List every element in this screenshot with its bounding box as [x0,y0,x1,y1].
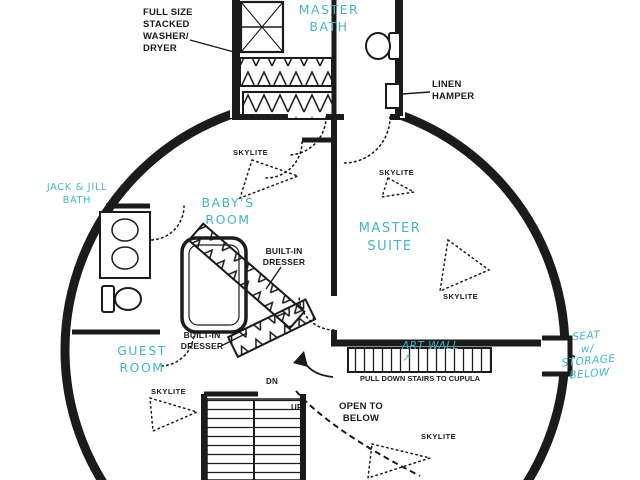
skylight-triangle-bottom [367,443,433,480]
outer-wall [60,95,570,480]
skylight-triangle-babys-room [238,159,301,200]
art-wall-text: ART WALL [402,339,459,352]
toilet-icon-master-bath [365,32,401,60]
staircase [206,398,303,480]
label-skylite-babys-room: SKYLITE [233,148,269,157]
interior-walls [72,117,337,480]
label-stairs-down: DN [266,377,278,386]
skylight-triangles [149,159,491,480]
vanity-sinks-icon [99,211,151,279]
label-master-suite: MASTER SUITE [358,221,422,254]
label-art-wall: ART WALL ↗ [402,327,459,365]
label-guest-room: GUEST ROOM [117,343,167,375]
seat-alcove [542,335,573,377]
label-built-in-dresser-1: BUILT-IN DRESSER [262,246,306,267]
leader-lines [189,39,576,358]
label-master-bath: MASTER BATH [298,2,360,34]
linen-hamper-niche [385,83,401,109]
label-skylite-bottom: SKYLITE [421,432,457,441]
label-pull-down-stairs: PULL DOWN STAIRS TO CUPULA [360,374,480,383]
pull-down-stairs-hatch [347,347,492,373]
label-skylite-master-top: SKYLITE [379,168,415,177]
built-in-dresser-2 [226,298,317,359]
label-jack-and-jill-bath: JACK & JILL BATH [46,182,108,206]
label-seat-with-storage: SEAT w/ STORAGE BELOW [561,328,616,382]
label-open-to-below: OPEN TO BELOW [339,401,383,424]
washer-dryer-fixture [239,0,285,54]
label-linen-hamper: LINEN HAMPER [432,79,475,102]
label-built-in-dresser-2: BUILT-IN DRESSER [180,330,224,351]
label-babys-room: BABY'S ROOM [201,195,255,227]
open-to-below-boundary [295,390,421,477]
toilet-icon-jack-jill [101,285,142,313]
label-stairs-up: UP [291,403,303,412]
label-skylite-master-bottom: SKYLITE [443,292,479,301]
skylight-triangle-master-top [380,176,417,198]
direction-arrow [293,351,334,378]
skylight-triangle-master-bottom [439,238,491,293]
label-washer-dryer: FULL SIZE STACKED WASHER/ DRYER [143,7,193,54]
door-swing-arcs [149,116,391,367]
closet-hatching [239,57,334,120]
label-skylite-guest: SKYLITE [151,387,187,396]
art-wall-arrow-icon: ↗ [402,352,412,365]
skylight-triangle-guest [149,396,200,433]
